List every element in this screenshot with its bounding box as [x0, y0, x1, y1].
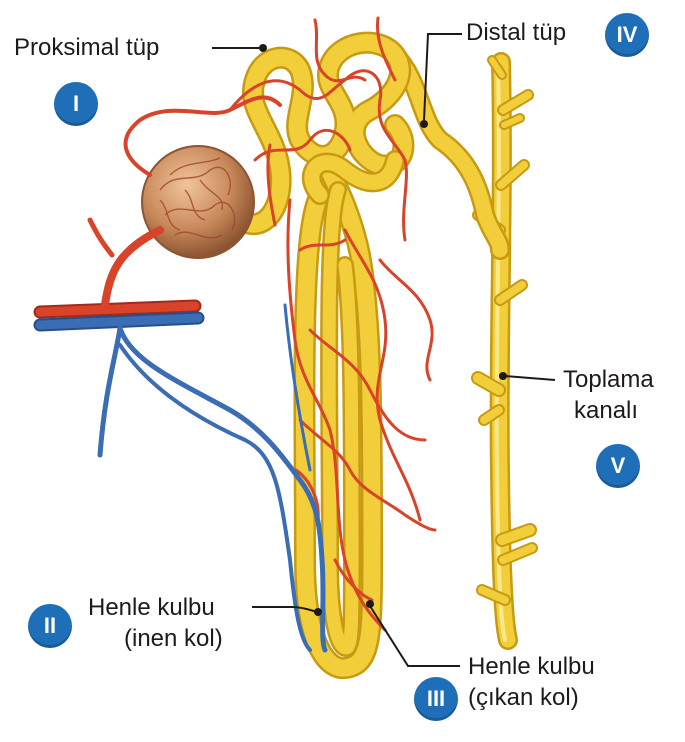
arterial-network	[33, 16, 437, 632]
badge-henle-ascending: III	[414, 677, 458, 721]
henle-descending-label-line2: (inen kol)	[124, 625, 223, 652]
henle-ascending-label-line1: Henle kulbu	[468, 653, 595, 680]
loop-of-henle	[293, 149, 384, 680]
henle-descending-label-line1: Henle kulbu	[88, 594, 215, 621]
collecting-duct	[471, 52, 538, 650]
venous-network	[33, 303, 328, 653]
leader-dots	[259, 44, 507, 616]
henle-ascending-label-line2: (çıkan kol)	[468, 684, 579, 711]
distal-tubule	[385, 45, 510, 260]
badge-collecting: V	[596, 444, 640, 488]
collecting-duct-label-line1: Toplama	[563, 366, 654, 393]
badge-proximal: I	[54, 82, 98, 126]
glomerulus	[141, 145, 255, 259]
proximal-tubule	[224, 31, 415, 236]
proximal-tubule-label: Proksimal tüp	[14, 34, 160, 61]
collecting-duct-label-line2: kanalı	[574, 397, 639, 424]
badge-distal: IV	[605, 13, 649, 57]
badge-henle-descending: II	[28, 604, 72, 648]
distal-tubule-label: Distal tüp	[466, 19, 567, 46]
